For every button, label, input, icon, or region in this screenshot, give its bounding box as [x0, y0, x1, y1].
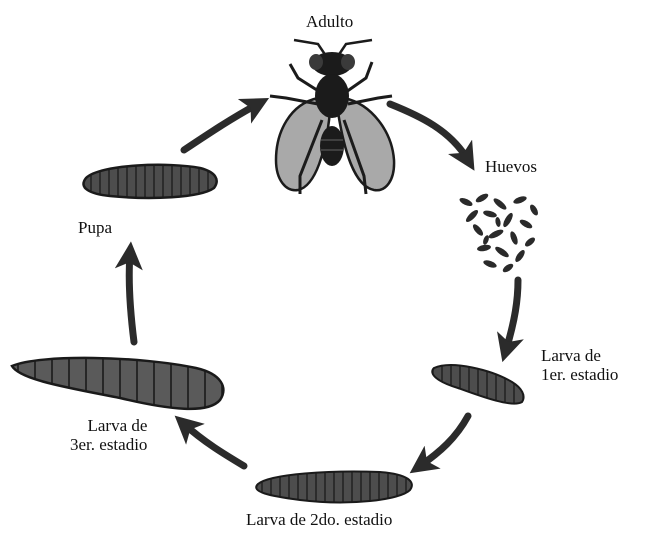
arrow-icon [420, 416, 468, 466]
right-wing [338, 98, 394, 190]
arrow-icon [506, 280, 518, 350]
label-larva-3: Larva de 3er. estadio [70, 416, 147, 454]
label-larva-3-line2: 3er. estadio [70, 435, 147, 454]
label-eggs: Huevos [485, 157, 537, 176]
eggs-icon [458, 192, 539, 274]
label-larva-1-line2: 1er. estadio [541, 365, 618, 384]
fly-icon [270, 40, 394, 194]
larva-2-icon [256, 472, 412, 503]
arrow-icon [184, 104, 258, 150]
label-larva-2: Larva de 2do. estadio [246, 510, 392, 529]
arrow-icon [390, 104, 468, 160]
larva-1-icon [432, 365, 523, 403]
label-larva-3-line1: Larva de [70, 416, 147, 435]
arrow-icon [129, 254, 134, 342]
label-larva-1-line1: Larva de [541, 346, 618, 365]
pupa-icon [83, 165, 216, 198]
label-pupa: Pupa [78, 218, 112, 237]
label-larva-1: Larva de 1er. estadio [541, 346, 618, 384]
arrow-icon [184, 424, 244, 466]
label-adult: Adulto [306, 12, 353, 31]
larva-3-icon [12, 358, 223, 409]
